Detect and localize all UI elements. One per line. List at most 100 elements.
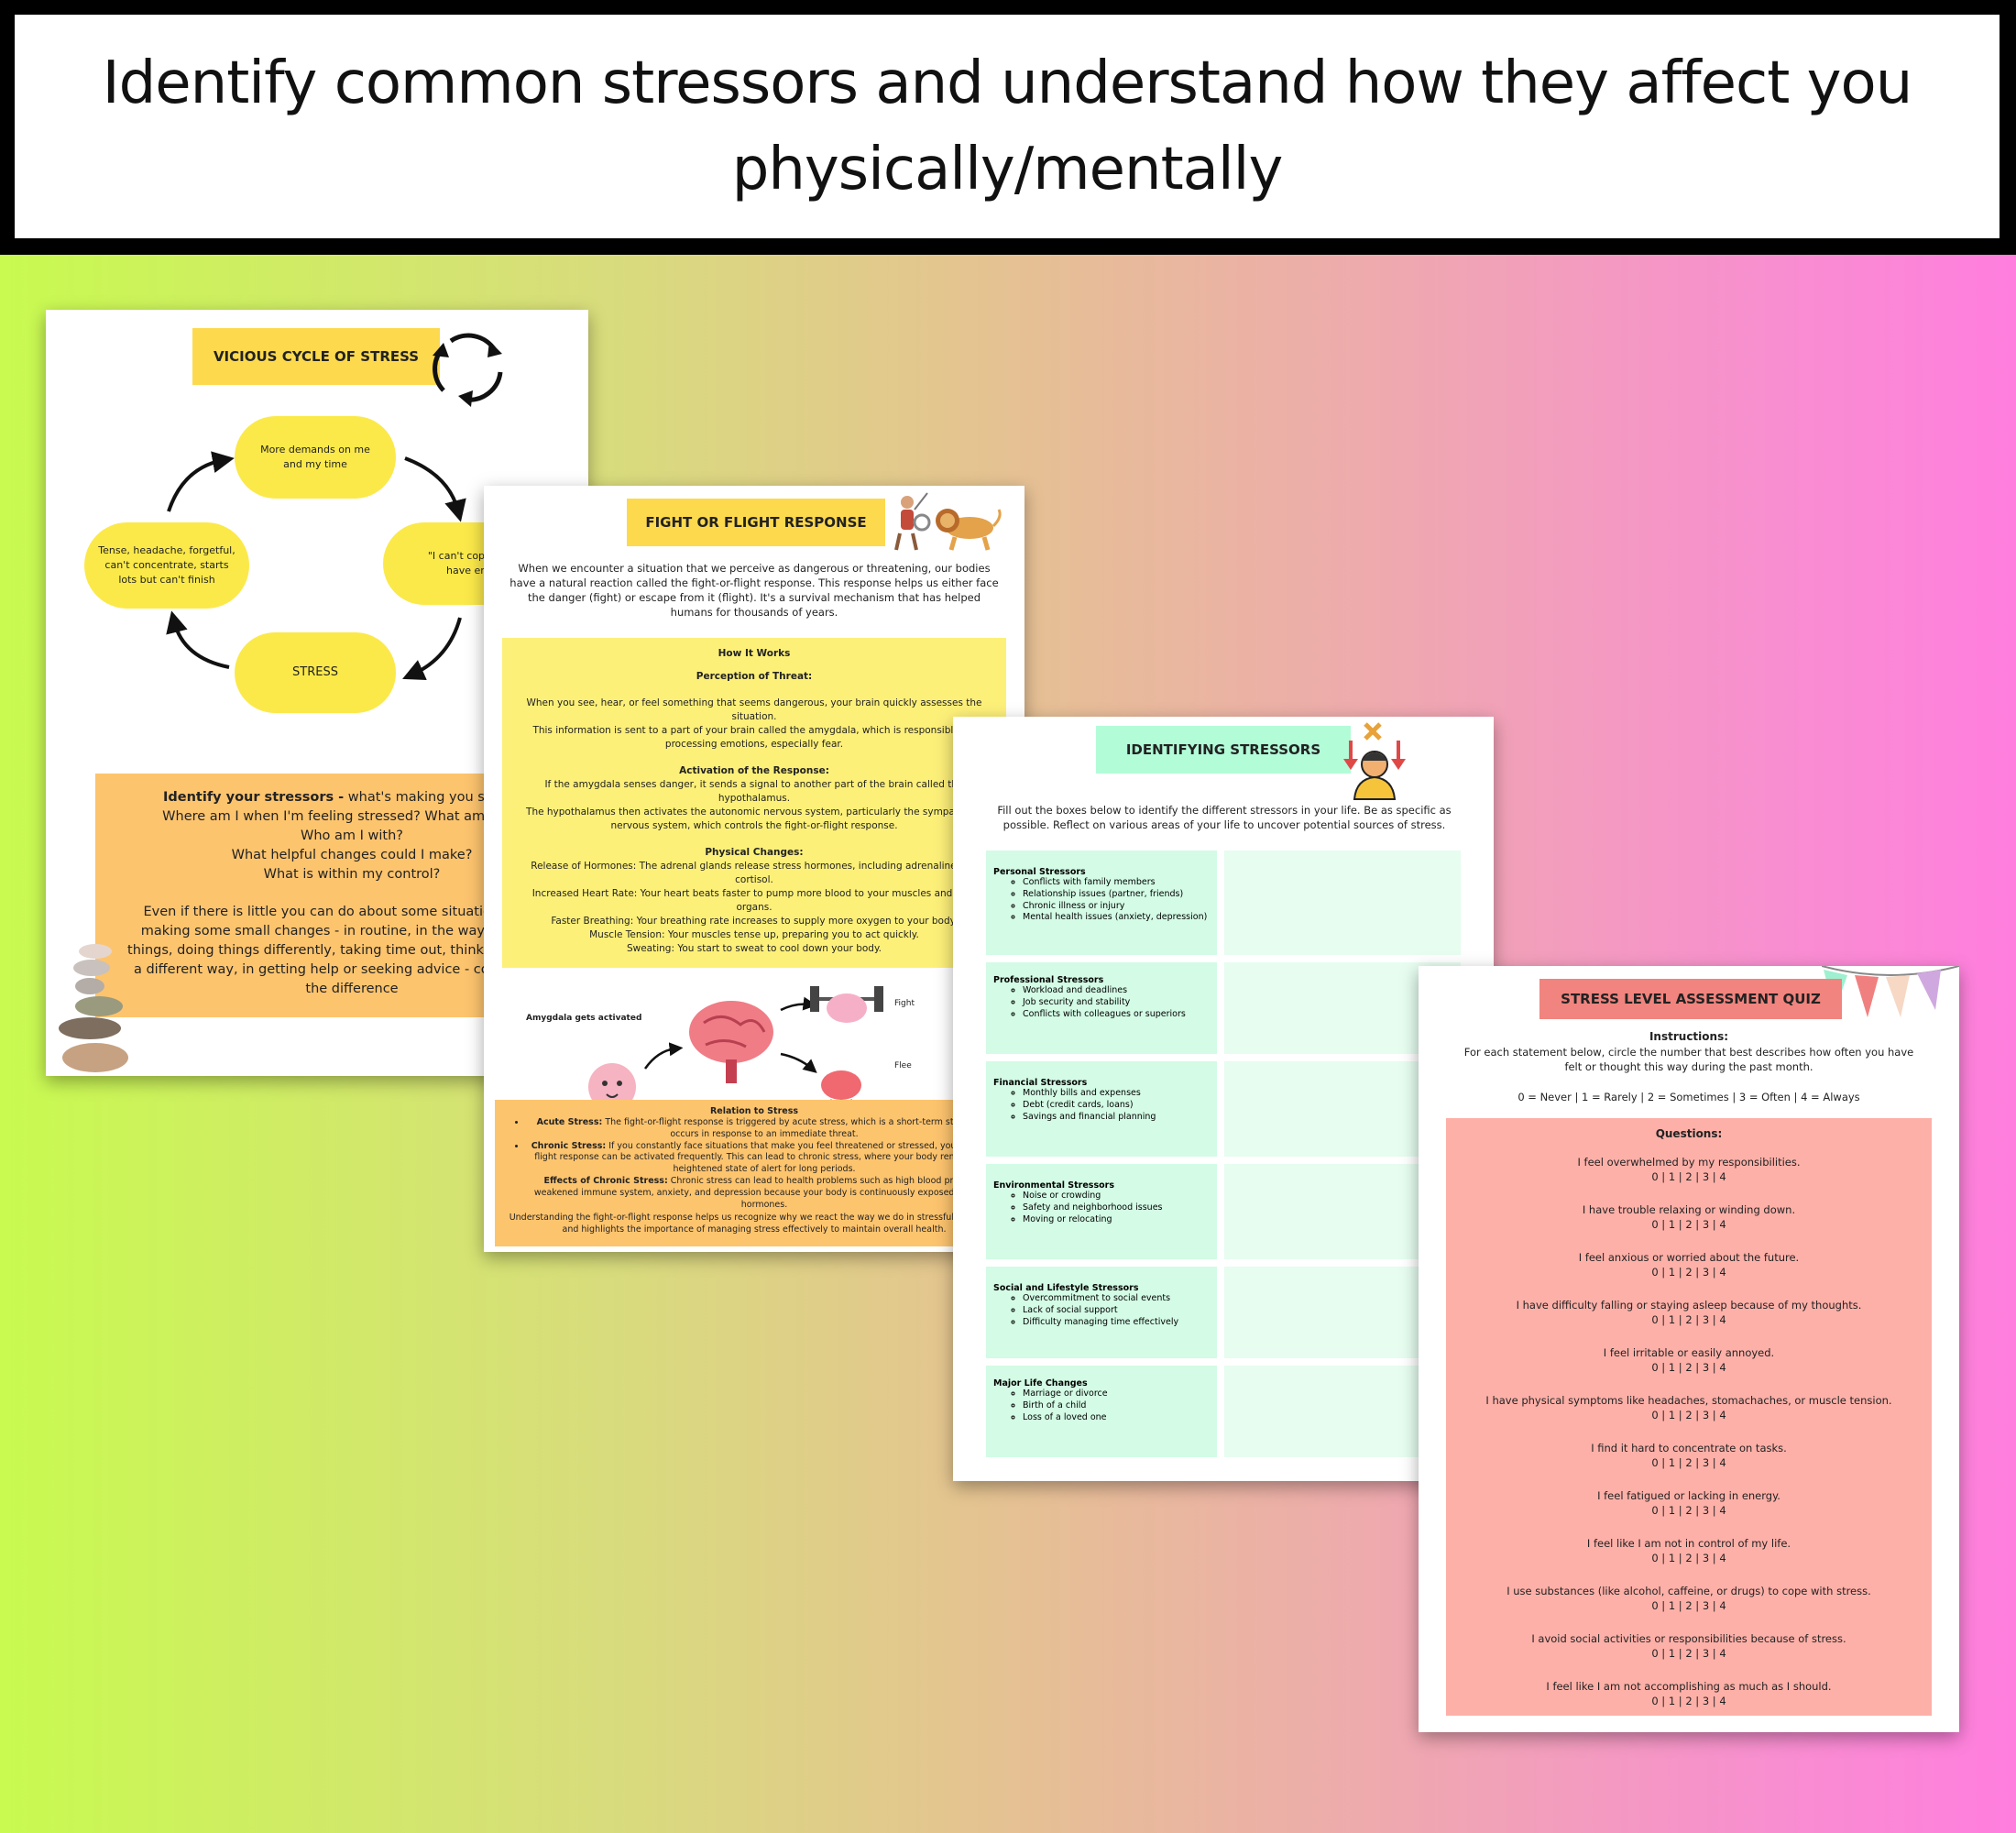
page-title: Identify common stressors and understand…: [102, 49, 1913, 203]
quiz-question: I use substances (like alcohol, caffeine…: [1464, 1584, 1913, 1613]
cycle-node-bottom: STRESS: [235, 632, 396, 713]
identify-paragraph: Even if there is little you can do about…: [127, 905, 576, 996]
warrior-lion-icon: [894, 492, 1002, 551]
stressor-row: Personal Stressors Conflicts with family…: [986, 851, 1461, 955]
stressor-table: Personal Stressors Conflicts with family…: [986, 851, 1461, 1465]
identifying-stressors-title: IDENTIFYING STRESSORS: [1096, 726, 1351, 774]
fight-flight-title: FIGHT OR FLIGHT RESPONSE: [627, 499, 885, 546]
how-it-works-box: How It Works Perception of Threat: When …: [502, 638, 1006, 968]
stress-quiz-page: STRESS LEVEL ASSESSMENT QUIZ Instruction…: [1419, 966, 1959, 1732]
identifying-stressors-page: IDENTIFYING STRESSORS Fill out the boxes…: [953, 717, 1494, 1481]
quiz-question: I avoid social activities or responsibil…: [1464, 1631, 1913, 1661]
header-panel: Identify common stressors and understand…: [15, 15, 2000, 238]
quiz-answer-options[interactable]: 0 | 1 | 2 | 3 | 4: [1651, 1361, 1726, 1374]
stacked-stones-icon: [59, 944, 128, 1072]
brain-diagram: [588, 986, 883, 1115]
perception-text: When you see, hear, or feel something th…: [526, 697, 982, 722]
quiz-question-text: I feel fatigued or lacking in energy.: [1597, 1489, 1780, 1502]
cycle-node-top: More demands on me and my time: [235, 416, 396, 499]
bunting-icon: [1822, 966, 1959, 1017]
quiz-question-text: I feel like I am not accomplishing as mu…: [1546, 1680, 1832, 1693]
stressor-category: Social and Lifestyle Stressors Overcommi…: [986, 1267, 1217, 1358]
stressor-category: Professional Stressors Workload and dead…: [986, 962, 1217, 1054]
quiz-answer-options[interactable]: 0 | 1 | 2 | 3 | 4: [1651, 1218, 1726, 1231]
cycle-arrows: [166, 451, 466, 681]
relation-item-chronic: Chronic Stress: If you constantly face s…: [526, 1141, 1003, 1176]
quiz-question: I feel anxious or worried about the futu…: [1464, 1250, 1913, 1279]
quiz-answer-options[interactable]: 0 | 1 | 2 | 3 | 4: [1651, 1313, 1726, 1326]
activation-text: If the amygdala senses danger, it sends …: [544, 779, 964, 804]
quiz-answer-options[interactable]: 0 | 1 | 2 | 3 | 4: [1651, 1504, 1726, 1517]
identify-question: Where am I when I'm feeling stressed? Wh…: [162, 809, 542, 824]
stressor-row: Social and Lifestyle Stressors Overcommi…: [986, 1267, 1461, 1358]
relation-item-effects: Effects of Chronic Stress: Chronic stres…: [533, 1176, 995, 1210]
fight-brain-icon: [810, 986, 883, 1023]
quiz-question: I find it hard to concentrate on tasks. 0…: [1464, 1441, 1913, 1470]
flee-label: Flee: [894, 1061, 912, 1070]
quiz-question: I feel like I am not accomplishing as mu…: [1464, 1679, 1913, 1708]
quiz-answer-options[interactable]: 0 | 1 | 2 | 3 | 4: [1651, 1695, 1726, 1707]
quiz-question-text: I have trouble relaxing or winding down.: [1582, 1203, 1796, 1216]
quiz-question: I feel irritable or easily annoyed. 0 | 1…: [1464, 1345, 1913, 1375]
quiz-answer-options[interactable]: 0 | 1 | 2 | 3 | 4: [1651, 1170, 1726, 1183]
quiz-question-text: I have difficulty falling or staying asl…: [1516, 1299, 1862, 1312]
stressor-row: Professional Stressors Workload and dead…: [986, 962, 1461, 1054]
stressor-category: Environmental Stressors Noise or crowdin…: [986, 1164, 1217, 1259]
quiz-instructions: For each statement below, circle the num…: [1463, 1046, 1914, 1073]
quiz-question: I have physical symptoms like headaches,…: [1464, 1393, 1913, 1422]
quiz-answer-options[interactable]: 0 | 1 | 2 | 3 | 4: [1651, 1647, 1726, 1660]
quiz-answer-options[interactable]: 0 | 1 | 2 | 3 | 4: [1651, 1599, 1726, 1612]
stressor-category: Personal Stressors Conflicts with family…: [986, 851, 1217, 955]
relation-closing: Understanding the fight-or-flight respon…: [509, 1212, 1000, 1235]
quiz-question-text: I feel anxious or worried about the futu…: [1578, 1251, 1800, 1264]
quiz-answer-options[interactable]: 0 | 1 | 2 | 3 | 4: [1651, 1266, 1726, 1279]
quiz-title: STRESS LEVEL ASSESSMENT QUIZ: [1539, 979, 1842, 1019]
stressor-row: Financial Stressors Monthly bills and ex…: [986, 1061, 1461, 1157]
physical-text: Muscle Tension: Your muscles tense up, p…: [589, 929, 919, 940]
stressor-category: Financial Stressors Monthly bills and ex…: [986, 1061, 1217, 1157]
quiz-instructions-title: Instructions:: [1649, 1030, 1729, 1043]
quiz-question-text: I feel irritable or easily annoyed.: [1603, 1346, 1775, 1359]
stressor-row: Major Life Changes Marriage or divorce B…: [986, 1366, 1461, 1457]
activation-text: The hypothalamus then activates the auto…: [526, 807, 982, 831]
quiz-answer-options[interactable]: 0 | 1 | 2 | 3 | 4: [1651, 1409, 1726, 1421]
quiz-question: I feel fatigued or lacking in energy. 0 |…: [1464, 1488, 1913, 1518]
quiz-answer-options[interactable]: 0 | 1 | 2 | 3 | 4: [1651, 1552, 1726, 1564]
quiz-question: I feel overwhelmed by my responsibilitie…: [1464, 1155, 1913, 1184]
quiz-question: I have difficulty falling or staying asl…: [1464, 1298, 1913, 1327]
cycle-arrows-icon: [433, 333, 503, 407]
relation-box: Relation to Stress Acute Stress: The fig…: [495, 1100, 1013, 1246]
physical-text: Faster Breathing: Your breathing rate in…: [551, 916, 958, 927]
relation-item-acute: Acute Stress: The fight-or-flight respon…: [526, 1117, 1003, 1141]
how-title: How It Works: [718, 648, 791, 659]
quiz-question-text: I use substances (like alcohol, caffeine…: [1507, 1585, 1871, 1597]
amygdala-character-icon: [588, 1063, 636, 1111]
cycle-node-left: Tense, headache, forgetful, can't concen…: [84, 522, 249, 609]
physical-text: Release of Hormones: The adrenal glands …: [531, 861, 978, 885]
fight-label: Fight: [894, 999, 915, 1008]
fight-flight-page: FIGHT OR FLIGHT RESPONSE When we encount…: [484, 486, 1024, 1252]
quiz-question-text: I feel like I am not in control of my li…: [1586, 1537, 1791, 1550]
person-stress-icon: [1343, 722, 1406, 800]
brain-icon: [689, 1001, 773, 1083]
physical-text: Sweating: You start to sweat to cool dow…: [626, 943, 882, 954]
relation-title: Relation to Stress: [709, 1106, 799, 1116]
stressor-answer-box[interactable]: [1224, 851, 1461, 955]
perception-title: Perception of Threat:: [696, 671, 813, 682]
identify-question: What helpful changes could I make?: [231, 848, 473, 862]
identify-question: Who am I with?: [301, 829, 403, 843]
quiz-question: I have trouble relaxing or winding down.…: [1464, 1202, 1913, 1232]
quiz-question-text: I avoid social activities or responsibil…: [1531, 1632, 1846, 1645]
quiz-question-text: I find it hard to concentrate on tasks.: [1591, 1442, 1787, 1454]
activation-title: Activation of the Response:: [679, 765, 829, 776]
vicious-cycle-title: VICIOUS CYCLE OF STRESS: [192, 328, 440, 385]
quiz-question-list: I feel overwhelmed by my responsibilitie…: [1464, 1155, 1913, 1708]
identify-lead-bold: Identify your stressors -: [162, 790, 345, 805]
stressor-row: Environmental Stressors Noise or crowdin…: [986, 1164, 1461, 1259]
stressor-category: Major Life Changes Marriage or divorce B…: [986, 1366, 1217, 1457]
quiz-question-text: I feel overwhelmed by my responsibilitie…: [1577, 1156, 1801, 1169]
identify-question: What is within my control?: [263, 867, 441, 882]
quiz-questions-title: Questions:: [1655, 1127, 1723, 1140]
quiz-answer-options[interactable]: 0 | 1 | 2 | 3 | 4: [1651, 1456, 1726, 1469]
perception-text: This information is sent to a part of yo…: [532, 725, 976, 750]
